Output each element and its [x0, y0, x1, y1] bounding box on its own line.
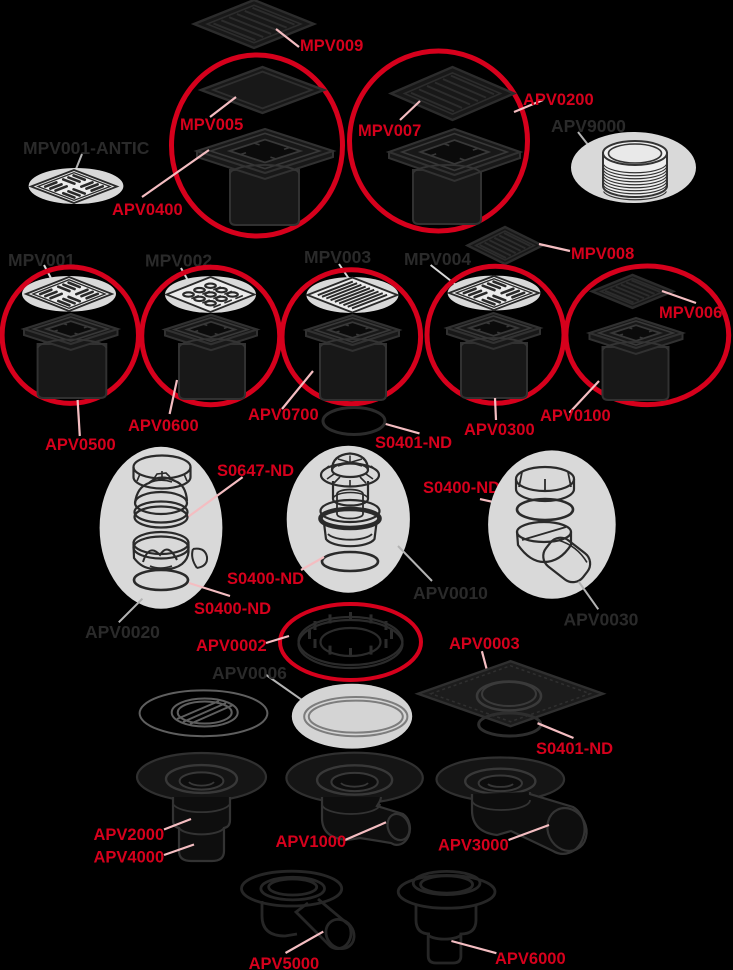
svg-text:APV0200: APV0200 [523, 91, 594, 109]
svg-text:S0401-ND: S0401-ND [375, 434, 452, 452]
svg-text:APV1000: APV1000 [276, 833, 347, 851]
svg-text:APV9000: APV9000 [551, 116, 626, 136]
svg-text:APV0006: APV0006 [212, 663, 287, 683]
svg-text:MPV007: MPV007 [358, 122, 421, 140]
svg-text:APV2000: APV2000 [94, 826, 165, 844]
svg-text:MPV008: MPV008 [571, 245, 634, 263]
svg-text:APV3000: APV3000 [438, 837, 509, 855]
svg-text:APV0010: APV0010 [413, 583, 488, 603]
svg-text:APV6000: APV6000 [495, 950, 566, 968]
svg-text:APV0030: APV0030 [564, 610, 639, 630]
svg-text:APV0002: APV0002 [196, 637, 267, 655]
svg-text:MPV002: MPV002 [145, 251, 212, 271]
svg-text:APV0400: APV0400 [112, 201, 183, 219]
svg-text:MPV001-ANTIC: MPV001-ANTIC [23, 138, 150, 158]
svg-text:APV0003: APV0003 [449, 635, 520, 653]
svg-text:MPV005: MPV005 [180, 116, 243, 134]
svg-text:S0647-ND: S0647-ND [217, 462, 294, 480]
svg-text:S0400-ND: S0400-ND [194, 600, 271, 618]
svg-text:MPV001: MPV001 [8, 250, 75, 270]
svg-text:APV0100: APV0100 [540, 407, 611, 425]
svg-text:APV5000: APV5000 [249, 955, 320, 970]
svg-text:MPV004: MPV004 [404, 249, 471, 269]
svg-text:APV0500: APV0500 [45, 436, 116, 454]
svg-text:MPV003: MPV003 [304, 247, 371, 267]
svg-text:S0400-ND: S0400-ND [423, 479, 500, 497]
svg-text:MPV006: MPV006 [659, 304, 722, 322]
svg-text:APV4000: APV4000 [94, 849, 165, 867]
svg-text:APV0300: APV0300 [464, 421, 535, 439]
svg-text:S0400-ND: S0400-ND [227, 570, 304, 588]
svg-text:MPV009: MPV009 [300, 37, 363, 55]
svg-text:APV0600: APV0600 [128, 417, 199, 435]
svg-text:APV0700: APV0700 [248, 406, 319, 424]
svg-text:S0401-ND: S0401-ND [536, 740, 613, 758]
svg-text:APV0020: APV0020 [85, 622, 160, 642]
